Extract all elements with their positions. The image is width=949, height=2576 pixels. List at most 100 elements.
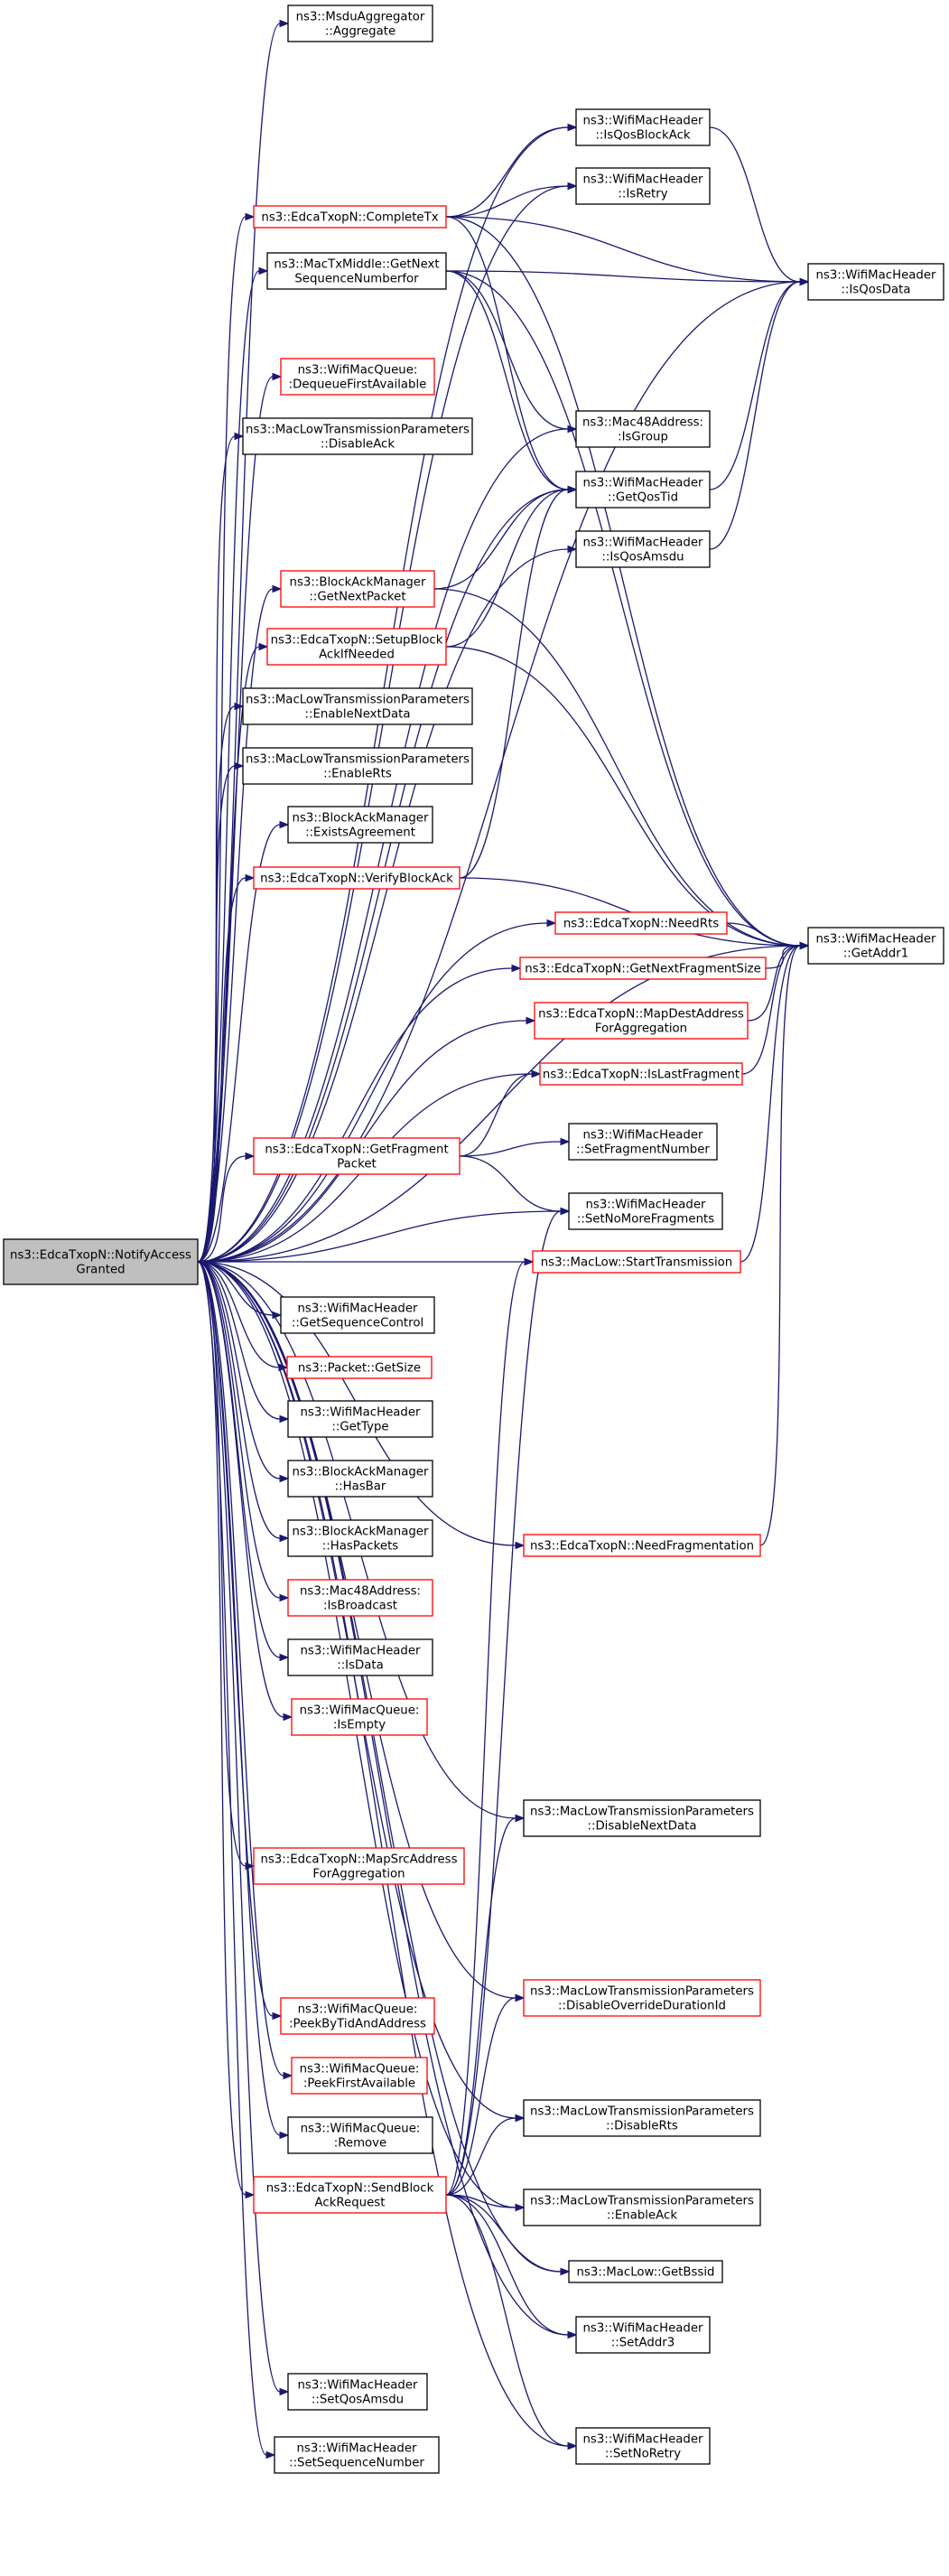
- graph-node-disablenextdata[interactable]: ns3::MacLowTransmissionParameters::Disab…: [523, 1799, 761, 1837]
- graph-node-getnextfragsize[interactable]: ns3::EdcaTxopN::GetNextFragmentSize: [519, 957, 767, 980]
- graph-node-existsagreement[interactable]: ns3::BlockAckManager::ExistsAgreement: [287, 806, 433, 844]
- node-label-line: ns3::MacLow::StartTransmission: [541, 1256, 733, 1270]
- node-label-line: ::SetQosAmsdu: [312, 2394, 404, 2407]
- node-box: [575, 471, 711, 509]
- graph-node-completetx[interactable]: ns3::EdcaTxopN::CompleteTx: [253, 205, 447, 229]
- graph-node-dequeuefirst[interactable]: ns3::WifiMacQueue::DequeueFirstAvailable: [280, 358, 435, 396]
- graph-node-isqosamsdu[interactable]: ns3::WifiMacHeader::IsQosAmsdu: [575, 530, 711, 568]
- edge-line: [197, 1261, 280, 1368]
- graph-node-setnoretry[interactable]: ns3::WifiMacHeader::SetNoRetry: [575, 2427, 711, 2465]
- edge-line: [445, 216, 569, 490]
- graph-node-starttx[interactable]: ns3::MacLow::StartTransmission: [532, 1250, 741, 1274]
- node-box: [568, 1123, 718, 1161]
- graph-node-getbssid[interactable]: ns3::MacLow::GetBssid: [568, 2260, 723, 2283]
- edge-line: [459, 489, 569, 879]
- graph-node-mapsrc[interactable]: ns3::EdcaTxopN::MapSrcAddressForAggregat…: [253, 1847, 465, 1885]
- node-label-line: ::GetQosTid: [608, 491, 678, 505]
- graph-node-mapdest[interactable]: ns3::EdcaTxopN::MapDestAddressForAggrega…: [534, 1002, 749, 1040]
- edge-root-to-existsagreement: [197, 820, 290, 1263]
- node-box: [523, 1799, 761, 1837]
- graph-node-needrts[interactable]: ns3::EdcaTxopN::NeedRts: [554, 911, 728, 935]
- node-label-line: ns3::EdcaTxopN::IsLastFragment: [543, 1069, 740, 1082]
- graph-node-isempty[interactable]: ns3::WifiMacQueue::IsEmpty: [291, 1698, 428, 1736]
- node-label-line: ns3::WifiMacHeader: [582, 477, 703, 490]
- edge-arrowhead: [272, 372, 283, 381]
- edge-line: [445, 489, 569, 648]
- edge-line: [433, 588, 801, 947]
- edge-completetx-to-isqosdata: [445, 216, 810, 286]
- graph-node-disableoverride[interactable]: ns3::MacLowTransmissionParameters::Disab…: [523, 1979, 761, 2017]
- node-box: [287, 1460, 433, 1498]
- edge-root-to-starttx: [198, 1257, 535, 1266]
- graph-node-disablerts[interactable]: ns3::MacLowTransmissionParameters::Disab…: [523, 2099, 761, 2137]
- graph-node-bagetnextpacket[interactable]: ns3::BlockAckManager::GetNextPacket: [280, 570, 435, 608]
- graph-node-enableack[interactable]: ns3::MacLowTransmissionParameters::Enabl…: [523, 2189, 761, 2226]
- edge-line: [445, 1210, 562, 2196]
- node-label-line: ::SetNoRetry: [605, 2448, 681, 2461]
- graph-node-isdata[interactable]: ns3::WifiMacHeader::IsData: [287, 1638, 433, 1676]
- node-box: [287, 1519, 433, 1557]
- edge-line: [459, 1155, 562, 1212]
- edge-line: [197, 1261, 284, 1718]
- edge-getfragpacket-to-setnomorefrags: [459, 1155, 571, 1216]
- graph-node-isgroup[interactable]: ns3::Mac48Address::IsGroup: [575, 410, 711, 448]
- edge-line: [459, 1141, 562, 1157]
- graph-node-verifyblockack[interactable]: ns3::EdcaTxopN::VerifyBlockAck: [253, 866, 461, 890]
- graph-node-peekfirst[interactable]: ns3::WifiMacQueue::PeekFirstAvailable: [291, 2057, 428, 2095]
- graph-node-setfragnum[interactable]: ns3::WifiMacHeader::SetFragmentNumber: [568, 1123, 718, 1161]
- graph-node-getseqctrl[interactable]: ns3::WifiMacHeader::GetSequenceControl: [280, 1296, 435, 1334]
- node-label-line: ns3::WifiMacHeader: [300, 1406, 421, 1420]
- edge-arrowhead: [799, 277, 810, 286]
- graph-node-enablenextdata[interactable]: ns3::MacLowTransmissionParameters::Enabl…: [242, 687, 473, 725]
- node-label-line: ns3::EdcaTxopN::MapSrcAddress: [260, 1853, 457, 1867]
- graph-node-disableack[interactable]: ns3::MacLowTransmissionParameters::Disab…: [242, 417, 473, 455]
- graph-node-isqosba[interactable]: ns3::WifiMacHeader::IsQosBlockAck: [575, 108, 711, 146]
- graph-node-islastfrag[interactable]: ns3::EdcaTxopN::IsLastFragment: [539, 1062, 743, 1086]
- node-label-line: ns3::EdcaTxopN::GetFragment: [265, 1143, 448, 1157]
- graph-node-getaddr1[interactable]: ns3::WifiMacHeader::GetAddr1: [807, 927, 944, 965]
- graph-node-setqosamsdu[interactable]: ns3::WifiMacHeader::SetQosAmsdu: [287, 2373, 428, 2411]
- graph-node-hasbar[interactable]: ns3::BlockAckManager::HasBar: [287, 1460, 433, 1498]
- node-label-line: ns3::WifiMacQueue:: [298, 364, 418, 378]
- graph-node-setseqnum[interactable]: ns3::WifiMacHeader::SetSequenceNumber: [274, 2436, 440, 2474]
- node-label-line: ns3::MacLowTransmissionParameters: [246, 753, 470, 767]
- edge-root-to-isgroup: [197, 425, 578, 1263]
- node-label-line: ns3::EdcaTxopN::SetupBlock: [271, 634, 443, 648]
- graph-node-haspackets[interactable]: ns3::BlockAckManager::HasPackets: [287, 1519, 433, 1557]
- graph-node-setnomorefrags[interactable]: ns3::WifiMacHeader::SetNoMoreFragments: [568, 1192, 723, 1230]
- node-label-line: ns3::WifiMacHeader: [297, 2379, 418, 2393]
- edge-root-to-completetx: [197, 212, 256, 1263]
- edge-root-to-isempty: [197, 1261, 293, 1722]
- node-box: [575, 108, 711, 146]
- edge-line: [197, 548, 569, 1263]
- edge-arrowhead: [283, 2071, 293, 2080]
- graph-node-enablerts[interactable]: ns3::MacLowTransmissionParameters::Enabl…: [242, 747, 473, 785]
- node-label-line: ns3::Mac48Address:: [582, 416, 703, 430]
- node-box: [287, 806, 433, 844]
- graph-node-isretry[interactable]: ns3::WifiMacHeader::IsRetry: [575, 167, 711, 205]
- graph-node-getnextseq[interactable]: ns3::MacTxMiddle::GetNextSequenceNumberf…: [266, 252, 447, 290]
- graph-node-peekbytid[interactable]: ns3::WifiMacQueue::PeekByTidAndAddress: [280, 1997, 435, 2035]
- graph-node-setaddr3[interactable]: ns3::WifiMacHeader::SetAddr3: [575, 2316, 711, 2354]
- edge-line: [197, 824, 281, 1263]
- edge-line: [197, 376, 274, 1263]
- node-label-line: ns3::WifiMacHeader: [300, 1645, 421, 1658]
- graph-node-isbroadcast[interactable]: ns3::Mac48Address::IsBroadcast: [287, 1579, 433, 1617]
- node-label-line: ::EnableRts: [323, 768, 392, 781]
- node-box: [287, 2373, 428, 2411]
- graph-node-isqosdata[interactable]: ns3::WifiMacHeader::IsQosData: [807, 263, 944, 301]
- graph-node-getsize[interactable]: ns3::Packet::GetSize: [286, 1356, 433, 1379]
- graph-node-remove[interactable]: ns3::WifiMacQueue::Remove: [287, 2116, 433, 2154]
- edge-arrowhead: [279, 1653, 290, 1662]
- graph-node-gettype[interactable]: ns3::WifiMacHeader::GetType: [287, 1400, 433, 1438]
- node-label-line: ns3::WifiMacHeader: [582, 2433, 703, 2447]
- graph-node-agg[interactable]: ns3::MsduAggregator::Aggregate: [287, 5, 433, 42]
- graph-node-getqostid[interactable]: ns3::WifiMacHeader::GetQosTid: [575, 471, 711, 509]
- graph-node-needfrag[interactable]: ns3::EdcaTxopN::NeedFragmentation: [523, 1534, 761, 1557]
- node-box: [266, 628, 447, 666]
- edge-line: [197, 922, 548, 1263]
